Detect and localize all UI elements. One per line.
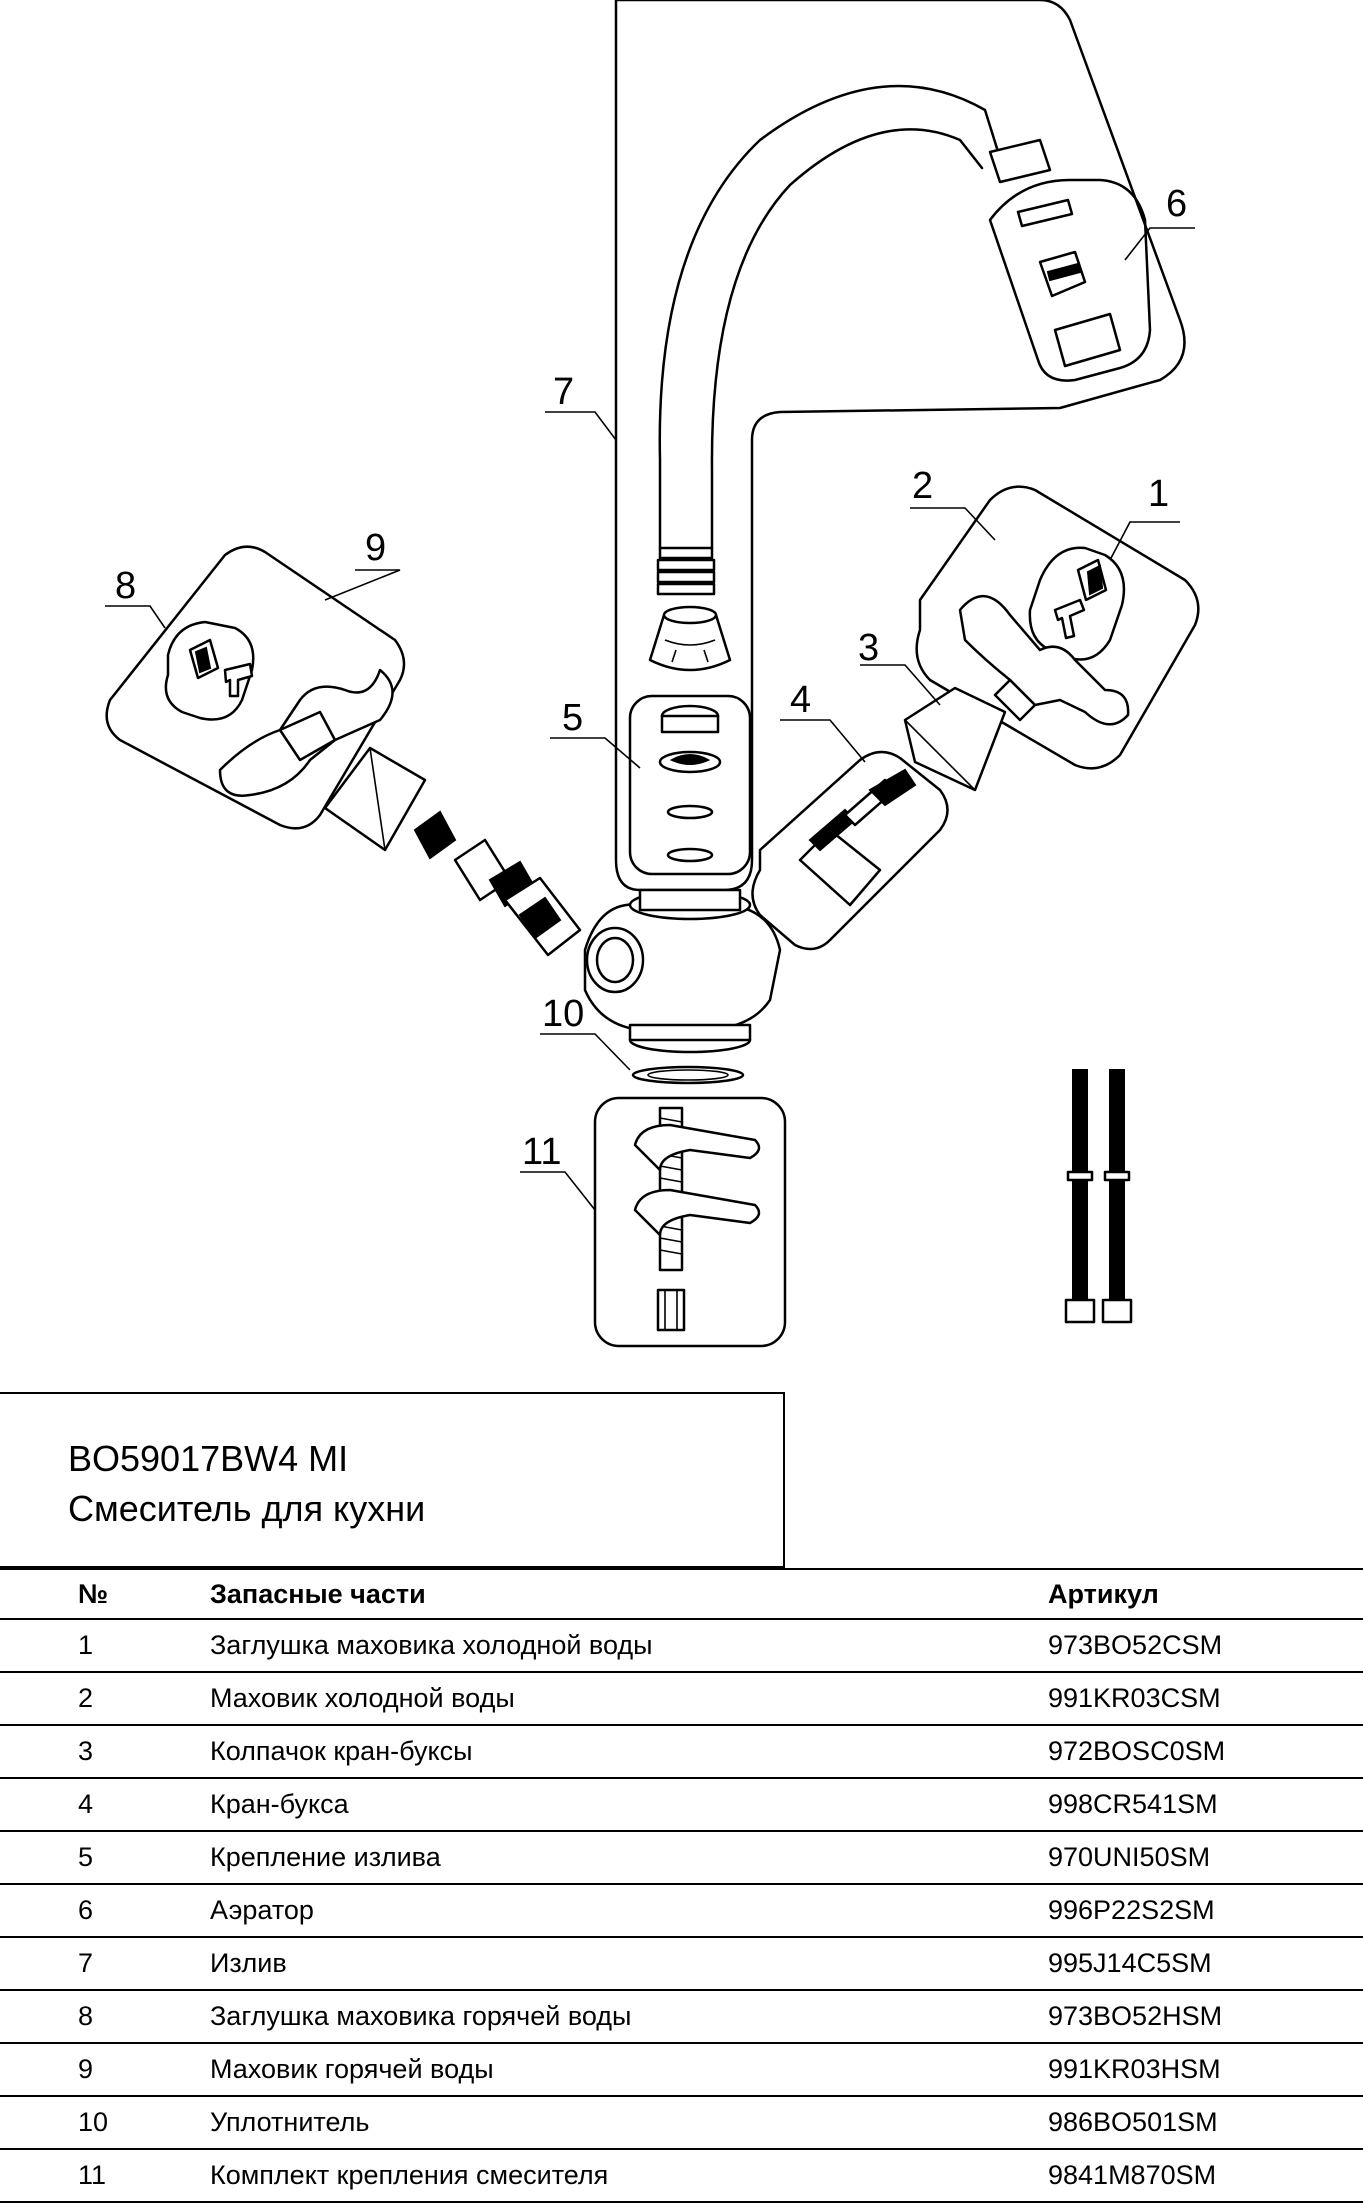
cell-name: Кран-букса bbox=[210, 1778, 1048, 1832]
cell-sku: 998CR541SM bbox=[1048, 1778, 1363, 1832]
cell-num: 7 bbox=[0, 1937, 210, 1991]
cell-num: 11 bbox=[0, 2149, 210, 2203]
callout-10: 10 bbox=[542, 993, 584, 1035]
cell-sku: 9841M870SM bbox=[1048, 2149, 1363, 2203]
cell-sku: 972BOSC0SM bbox=[1048, 1725, 1363, 1779]
cell-name: Колпачок кран-буксы bbox=[210, 1725, 1048, 1779]
cell-sku: 996P22S2SM bbox=[1048, 1884, 1363, 1938]
flexible-hoses bbox=[1064, 1069, 1133, 1324]
cell-name: Излив bbox=[210, 1937, 1048, 1991]
cell-sku: 991KR03HSM bbox=[1048, 2043, 1363, 2097]
cell-sku: 973BO52HSM bbox=[1048, 1990, 1363, 2044]
cell-num: 9 bbox=[0, 2043, 210, 2097]
product-name: Смеситель для кухни bbox=[68, 1488, 426, 1529]
cell-name: Маховик горячей воды bbox=[210, 2043, 1048, 2097]
mounting-kit-group bbox=[593, 1096, 787, 1348]
title-box: BO59017BW4 MI Смеситель для кухни bbox=[0, 1392, 785, 1568]
callout-5: 5 bbox=[562, 697, 583, 739]
cell-num: 10 bbox=[0, 2096, 210, 2150]
cell-sku: 991KR03CSM bbox=[1048, 1672, 1363, 1726]
cell-num: 5 bbox=[0, 1831, 210, 1885]
callout-labels: 1 2 3 4 5 6 7 8 9 10 11 bbox=[115, 183, 1187, 1173]
spout-fixing-group bbox=[628, 694, 752, 876]
cell-num: 6 bbox=[0, 1884, 210, 1938]
cell-sku: 986BO501SM bbox=[1048, 2096, 1363, 2150]
cell-sku: 973BO52CSM bbox=[1048, 1619, 1363, 1673]
header-sku: Артикул bbox=[1048, 1568, 1363, 1620]
model-code: BO59017BW4 MI bbox=[68, 1438, 349, 1479]
callout-11: 11 bbox=[522, 1131, 561, 1173]
header-num: № bbox=[0, 1568, 210, 1620]
leader-lines bbox=[105, 227, 1195, 1211]
cell-name: Маховик холодной воды bbox=[210, 1672, 1048, 1726]
cell-name: Уплотнитель bbox=[210, 2096, 1048, 2150]
callout-3: 3 bbox=[858, 627, 879, 669]
cold-cartridge-group bbox=[751, 750, 949, 951]
cell-sku: 995J14C5SM bbox=[1048, 1937, 1363, 1991]
cell-name: Заглушка маховика горячей воды bbox=[210, 1990, 1048, 2044]
callout-8: 8 bbox=[115, 565, 136, 607]
spout-group-outline bbox=[614, 0, 1186, 892]
cell-name: Комплект крепления смесителя bbox=[210, 2149, 1048, 2203]
callout-4: 4 bbox=[790, 679, 811, 721]
cell-num: 2 bbox=[0, 1672, 210, 1726]
callout-2: 2 bbox=[912, 465, 933, 507]
spout-tube bbox=[656, 84, 1052, 596]
cell-num: 3 bbox=[0, 1725, 210, 1779]
mixer-body bbox=[583, 888, 782, 1054]
aerator-group bbox=[988, 178, 1152, 382]
header-name: Запасные части bbox=[210, 1568, 1048, 1620]
callout-7: 7 bbox=[553, 371, 574, 413]
cell-name: Крепление излива bbox=[210, 1831, 1048, 1885]
cell-name: Заглушка маховика холодной воды bbox=[210, 1619, 1048, 1673]
callout-1: 1 bbox=[1148, 473, 1169, 515]
cell-num: 8 bbox=[0, 1990, 210, 2044]
cell-num: 1 bbox=[0, 1619, 210, 1673]
hot-cartridge bbox=[413, 810, 582, 957]
spout-nut bbox=[648, 605, 732, 672]
cold-cartridge-cap bbox=[903, 686, 1007, 792]
exploded-view-diagram: 1 2 3 4 5 6 7 8 9 10 11 bbox=[105, 0, 1200, 1348]
cell-sku: 970UNI50SM bbox=[1048, 1831, 1363, 1885]
cell-num: 4 bbox=[0, 1778, 210, 1832]
hot-cartridge-cap bbox=[323, 746, 427, 852]
callout-9: 9 bbox=[365, 527, 386, 569]
cell-name: Аэратор bbox=[210, 1884, 1048, 1938]
callout-6: 6 bbox=[1166, 183, 1187, 225]
hot-handle-group bbox=[105, 545, 406, 830]
table-header-row: № Запасные части Артикул bbox=[0, 1568, 1363, 1620]
cold-handle-group bbox=[915, 485, 1200, 770]
